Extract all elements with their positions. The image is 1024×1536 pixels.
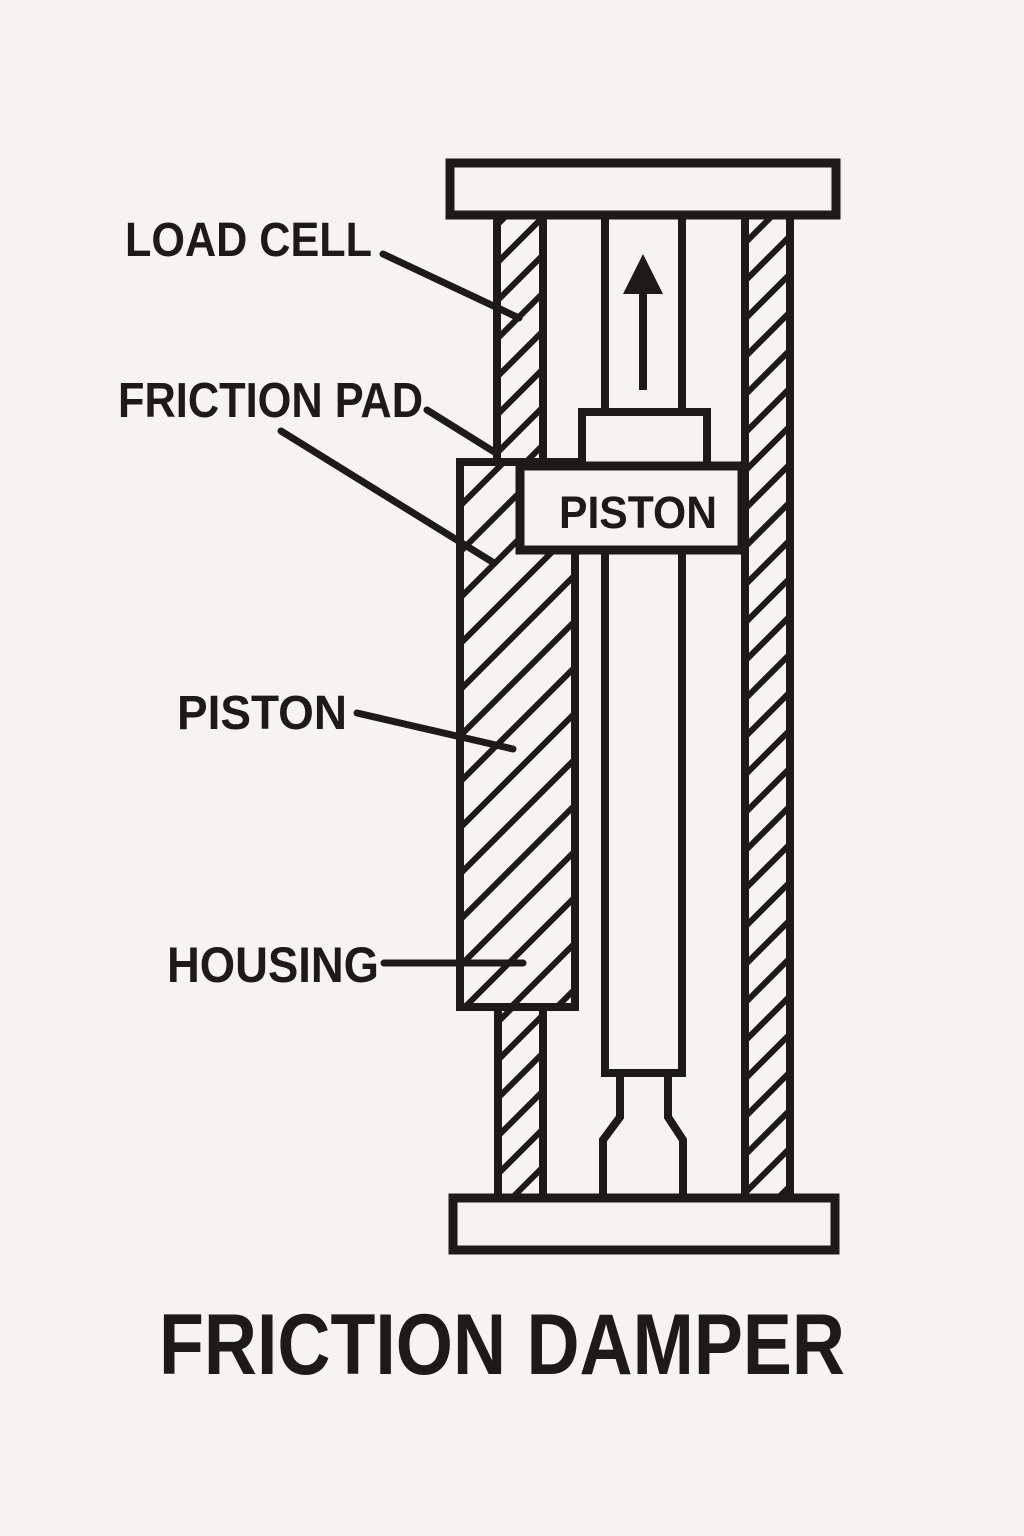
leader-piston — [353, 709, 517, 753]
piston-rod-lower — [601, 543, 686, 1077]
piston-box-label: PISTON — [559, 487, 717, 538]
bottom-plate — [448, 1193, 840, 1255]
friction-pad-label: FRICTION PAD — [118, 374, 423, 428]
piston-rod-collar — [578, 408, 711, 471]
left-lower-column — [494, 1000, 547, 1206]
piston-side-label: PISTON — [177, 687, 347, 740]
leader-friction-pad — [423, 406, 500, 457]
up-arrow-icon — [623, 254, 663, 390]
right-column — [741, 204, 794, 1206]
top-plate — [445, 158, 841, 220]
leader-load-cell — [379, 250, 523, 322]
piston-head-box — [515, 461, 747, 555]
diagram-title: FRICTION DAMPER — [159, 1297, 845, 1393]
housing-label: HOUSING — [167, 937, 379, 993]
load-cell-label: LOAD CELL — [125, 214, 372, 267]
piston-rod-foot — [599, 1069, 687, 1206]
load-cell-column — [493, 204, 547, 470]
leader-friction-pad-2 — [277, 427, 498, 567]
